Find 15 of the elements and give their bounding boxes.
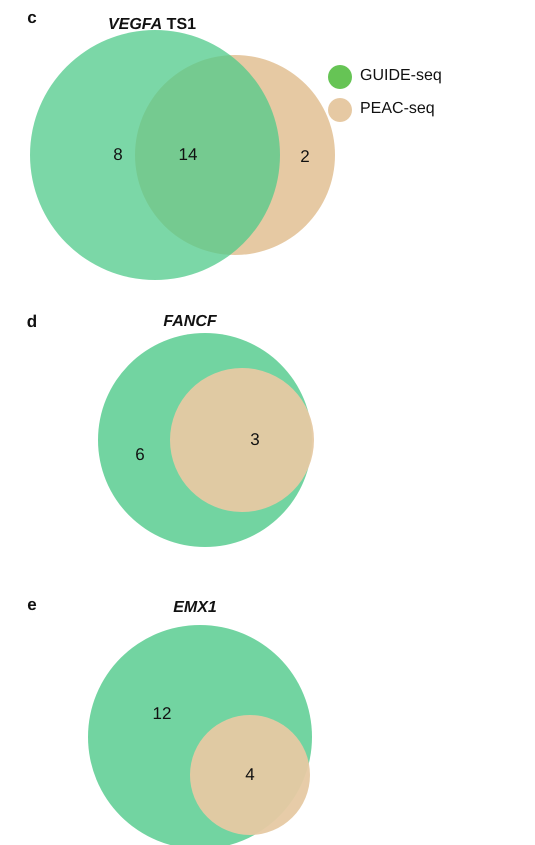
legend-label: GUIDE-seq: [360, 67, 442, 85]
legend-label: PEAC-seq: [360, 100, 435, 118]
panel-title: EMX1: [173, 599, 217, 617]
count-label: 2: [300, 147, 310, 167]
count-label: 6: [135, 445, 145, 465]
panel-letter: d: [26, 312, 38, 332]
panel-title: VEGFA TS1: [108, 16, 196, 34]
count-label: 12: [152, 704, 172, 724]
panel-title: FANCF: [163, 313, 217, 331]
count-label: 4: [245, 765, 255, 785]
count-label: 8: [113, 145, 123, 165]
panel-letter: c: [27, 8, 37, 28]
panel-letter: e: [27, 595, 37, 615]
count-label: 14: [178, 145, 198, 165]
count-label: 3: [250, 430, 260, 450]
